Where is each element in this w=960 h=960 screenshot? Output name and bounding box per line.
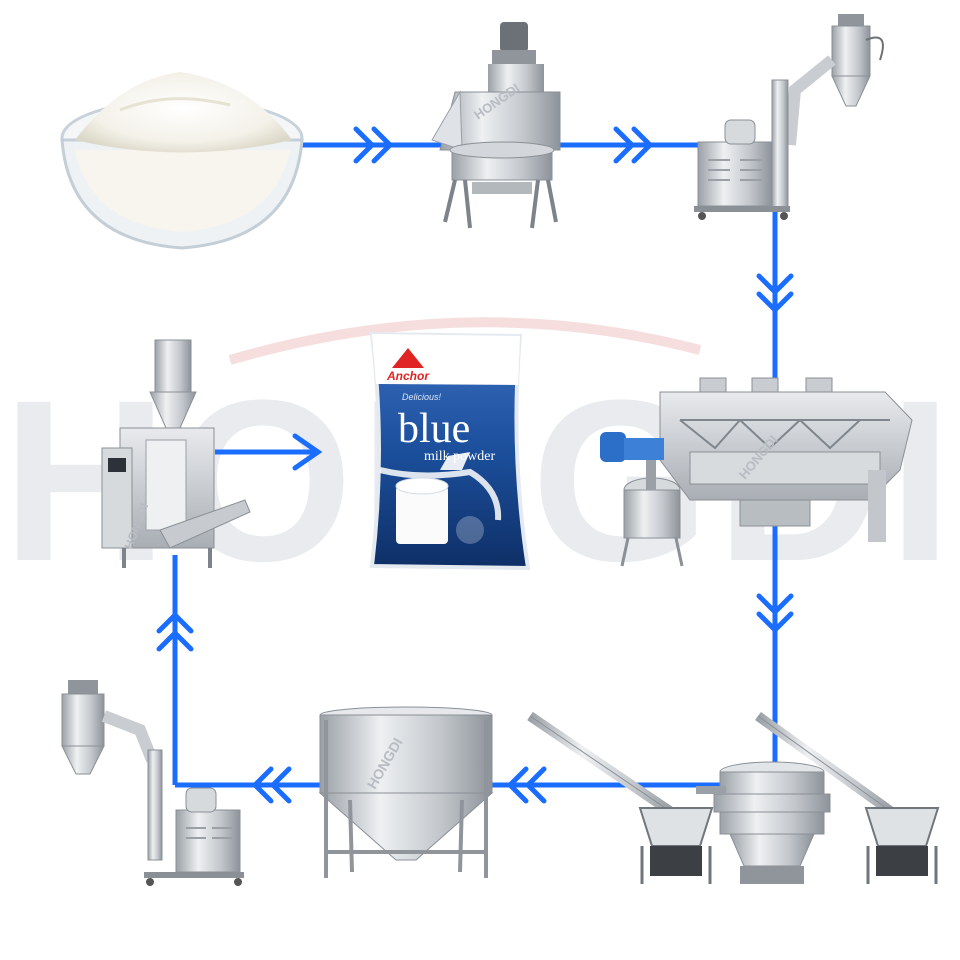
screw-conveyor-icon [530,716,712,884]
storage-hopper-icon: HONGDI [320,707,492,878]
bag-brand: Anchor [386,369,430,383]
bag-tagline: Delicious! [402,392,442,402]
bag-dump-station-icon: HONGDI [432,22,560,228]
bag-product-name: blue [398,406,470,452]
vibrating-sieve-icon [696,762,830,884]
vacuum-conveyor-icon [694,14,883,220]
powder-bowl-icon [62,72,302,248]
milk-powder-bag-icon: Anchor Delicious! blue milk powder [372,334,528,568]
